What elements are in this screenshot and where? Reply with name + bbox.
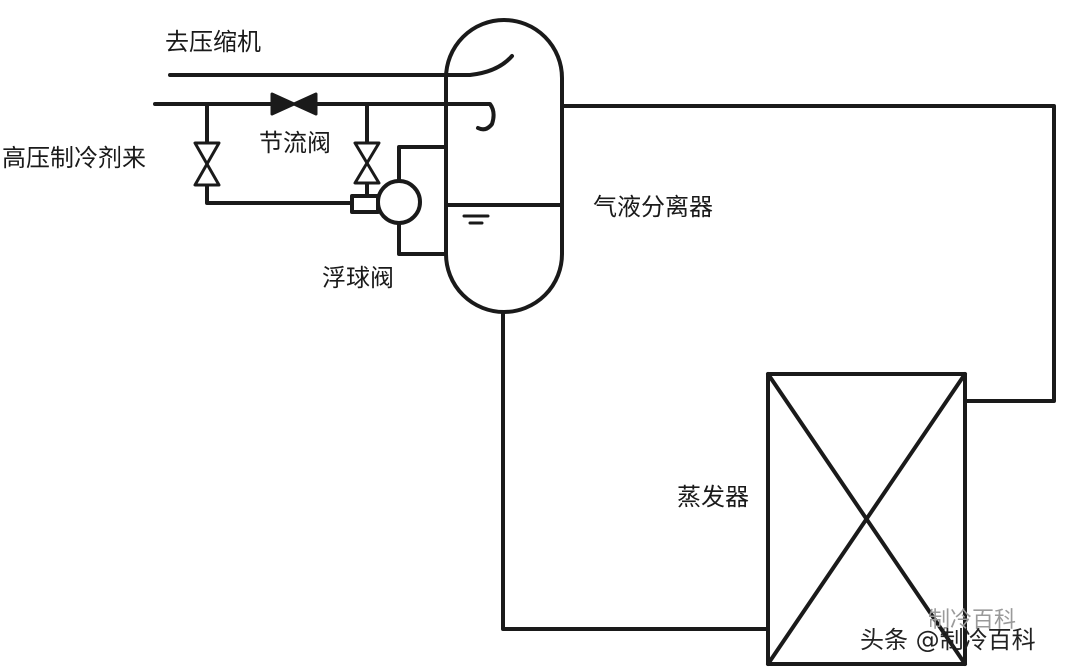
suction-pipe (168, 54, 514, 77)
label-evaporator: 蒸发器 (677, 483, 749, 511)
label-throttle-valve: 节流阀 (259, 129, 331, 157)
evaporator-box (766, 372, 967, 666)
watermark-faint: 制冷百科 (928, 608, 1017, 633)
float-valve-body (350, 194, 380, 214)
bypass-pipe (205, 102, 354, 205)
bypass-valve-icon (193, 141, 221, 187)
watermark-text: 头条 @制冷百科 (860, 626, 1036, 654)
throttle-valve-icon (270, 92, 318, 116)
evaporator-feed-pipe (501, 310, 770, 631)
float-feed-valve-icon (353, 141, 381, 185)
label-float-valve: 浮球阀 (322, 264, 394, 292)
evaporator-cross-b (766, 372, 967, 666)
float-upper-connection (397, 145, 448, 183)
inlet-pipe (153, 102, 496, 132)
float-lower-connection (397, 221, 448, 256)
float-valve-ball (376, 179, 422, 225)
evaporator-return-pipe (560, 104, 1056, 403)
label-high-pressure-in: 高压制冷剂来 (2, 144, 146, 172)
label-to-compressor: 去压缩机 (165, 28, 261, 56)
label-separator: 气液分离器 (593, 193, 713, 221)
liquid-level-symbol (462, 214, 490, 225)
